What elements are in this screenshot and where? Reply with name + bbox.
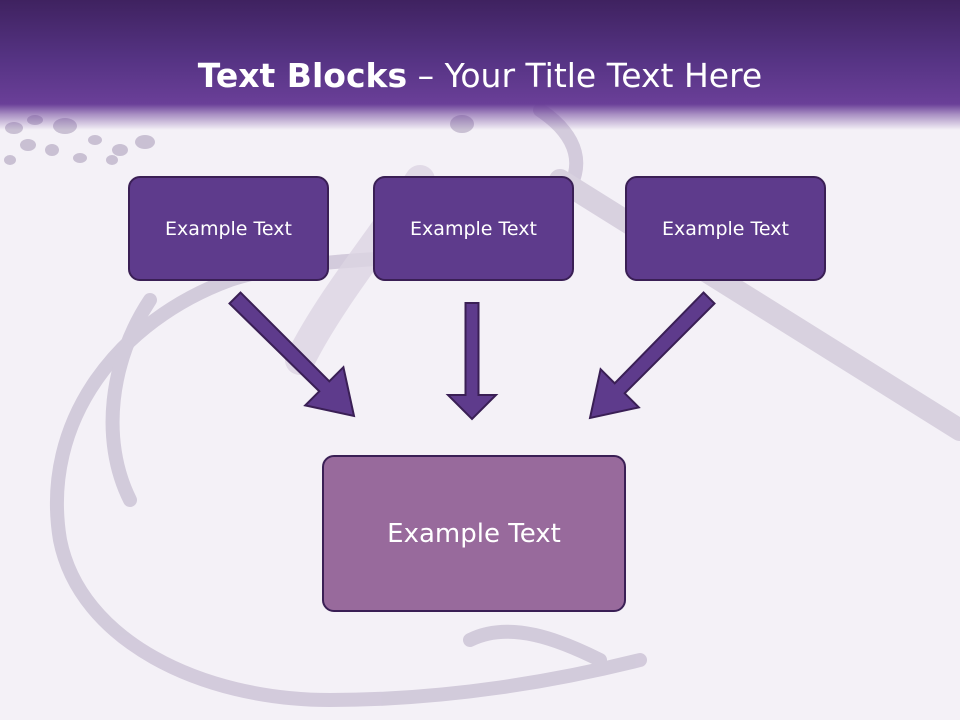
top-right-text-block[interactable]: Example Text <box>625 176 826 281</box>
top-right-text: Example Text <box>662 217 789 240</box>
bottom-text-block[interactable]: Example Text <box>322 455 626 612</box>
top-left-text: Example Text <box>165 217 292 240</box>
arrow-down-icon <box>445 302 499 421</box>
bottom-text: Example Text <box>387 518 561 549</box>
page-title: Text Blocks – Your Title Text Here <box>0 52 960 100</box>
arrow-down-right-icon <box>228 291 356 418</box>
top-center-text: Example Text <box>410 217 537 240</box>
top-left-text-block[interactable]: Example Text <box>128 176 329 281</box>
title-banner <box>0 0 960 130</box>
arrow-down-left-icon <box>588 291 716 420</box>
title-separator: – <box>407 56 445 95</box>
top-center-text-block[interactable]: Example Text <box>373 176 574 281</box>
title-rest-part: Your Title Text Here <box>444 56 763 95</box>
title-bold-part: Text Blocks <box>197 56 408 95</box>
